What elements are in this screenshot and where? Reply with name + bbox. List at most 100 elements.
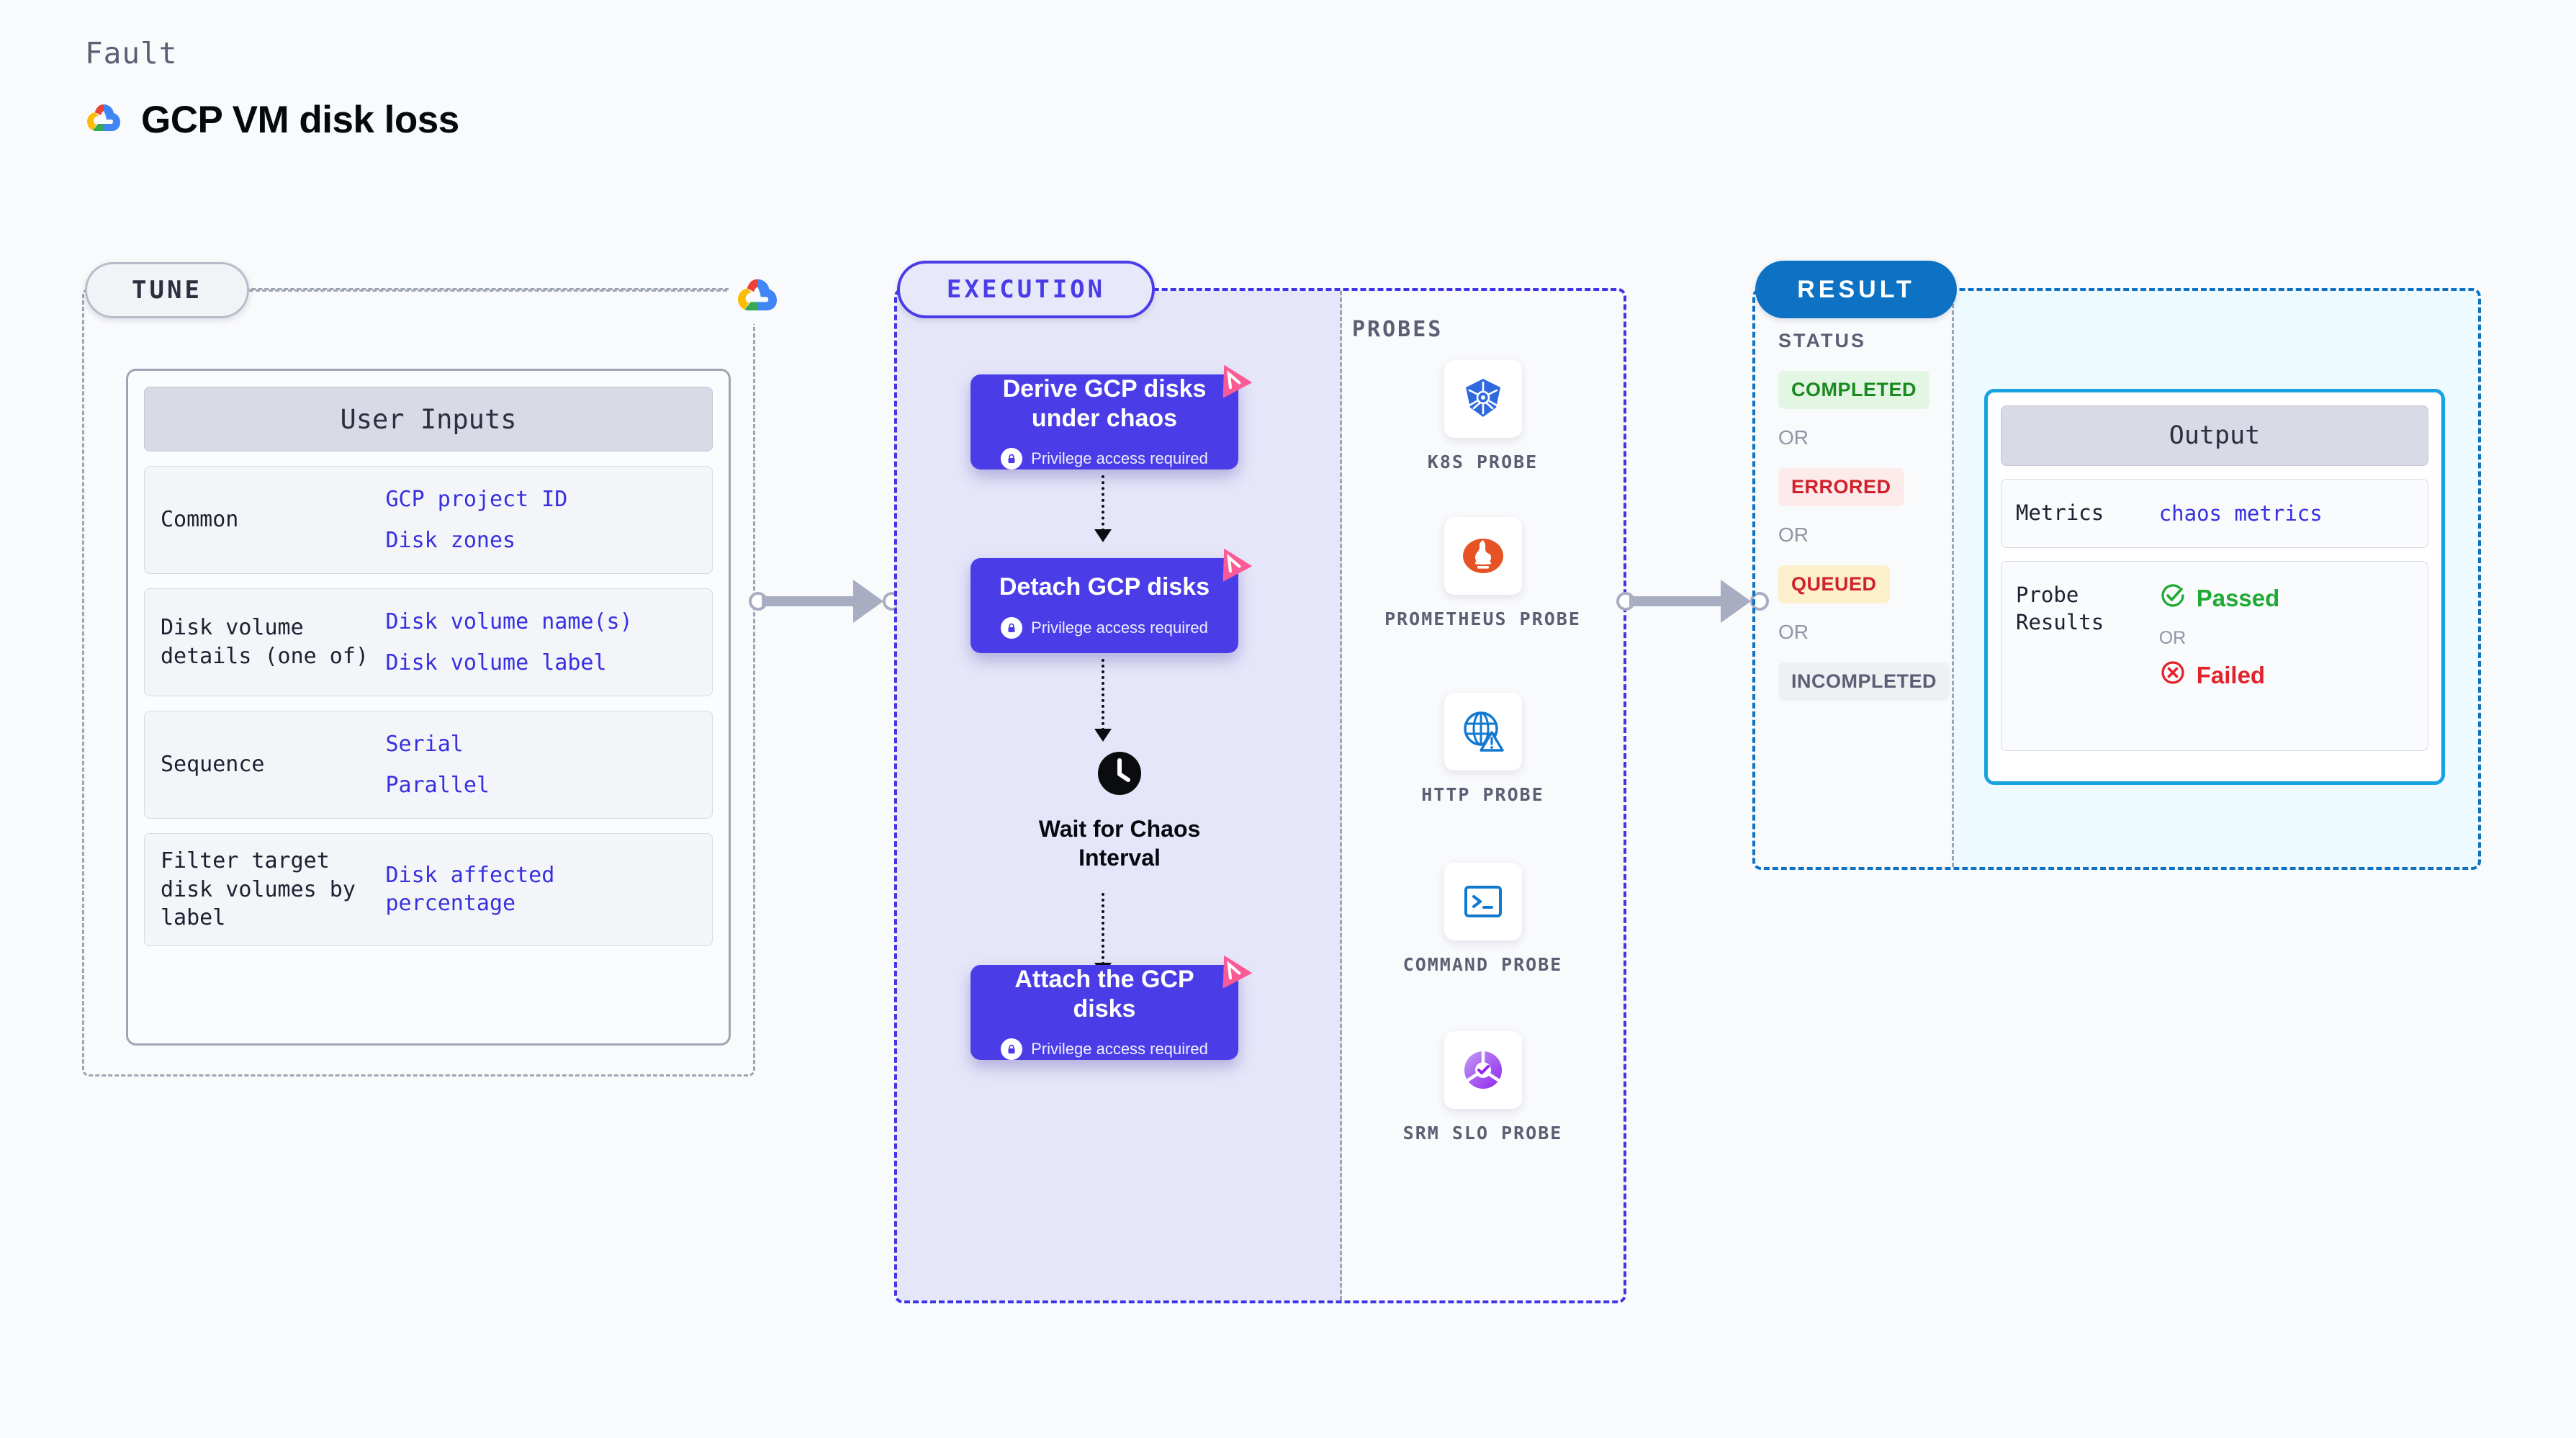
kubernetes-icon bbox=[1444, 360, 1522, 438]
tune-panel bbox=[82, 288, 755, 1077]
probe-results-values: Passed OR Failed bbox=[2158, 582, 2280, 692]
input-row-values: GCP project ID Disk zones bbox=[385, 485, 696, 554]
input-row-sequence[interactable]: Sequence Serial Parallel bbox=[144, 711, 713, 819]
step-title: Derive GCP disks under chaos bbox=[1002, 374, 1207, 432]
input-row-values: Disk volume name(s) Disk volume label bbox=[385, 608, 696, 677]
step-privilege-text: Privilege access required bbox=[1031, 449, 1208, 468]
input-row-common[interactable]: Common GCP project ID Disk zones bbox=[144, 466, 713, 574]
or-separator: OR bbox=[1778, 523, 1809, 546]
output-row-key: Metrics bbox=[2016, 500, 2104, 526]
step-privilege-text: Privilege access required bbox=[1031, 618, 1208, 637]
input-row-values: Serial Parallel bbox=[385, 730, 696, 799]
input-value[interactable]: Disk volume label bbox=[385, 650, 607, 675]
or-separator: OR bbox=[2158, 628, 2187, 648]
or-separator: OR bbox=[1778, 621, 1809, 643]
input-row-disk-volume-details[interactable]: Disk volume details (one of) Disk volume… bbox=[144, 588, 713, 696]
input-value[interactable]: Disk volume name(s) bbox=[385, 609, 633, 634]
flow-arrow-2 bbox=[1102, 659, 1104, 731]
step-privilege-note: Privilege access required bbox=[1001, 448, 1208, 470]
probe-label: HTTP PROBE bbox=[1421, 784, 1544, 805]
probe-label: K8S PROBE bbox=[1427, 451, 1539, 472]
http-globe-icon bbox=[1444, 693, 1522, 770]
probe-label: COMMAND PROBE bbox=[1402, 954, 1563, 975]
flow-arrow-head-2 bbox=[1094, 729, 1112, 742]
or-separator: OR bbox=[1778, 426, 1809, 449]
chaos-flag-icon bbox=[1210, 948, 1254, 992]
input-value[interactable]: Serial bbox=[385, 732, 464, 757]
output-card: Output Metrics chaos metrics Probe Resul… bbox=[1984, 389, 2445, 785]
execution-step-attach-disks[interactable]: Attach the GCP disks Privilege access re… bbox=[970, 955, 1253, 1061]
connector-arrow-head bbox=[1721, 580, 1751, 623]
result-status-column: STATUS COMPLETED OR ERRORED OR QUEUED OR… bbox=[1755, 291, 1954, 867]
step-title: Attach the GCP disks bbox=[1014, 965, 1194, 1023]
x-circle-icon bbox=[2159, 659, 2187, 692]
probe-result-failed: Failed bbox=[2159, 659, 2280, 692]
probe-result-passed-label: Passed bbox=[2196, 585, 2280, 611]
output-row-key: Probe Results bbox=[2016, 583, 2104, 634]
result-panel bbox=[1752, 288, 2481, 870]
connector-tune-to-execution bbox=[749, 580, 904, 623]
output-row-probe-results: Probe Results Passed OR bbox=[2001, 561, 2428, 751]
probe-item-prometheus[interactable]: PROMETHEUS PROBE bbox=[1342, 517, 1623, 632]
lock-icon bbox=[1001, 448, 1023, 470]
status-section-label: STATUS bbox=[1778, 330, 1866, 351]
fault-eyebrow-label: Fault bbox=[85, 36, 178, 71]
probe-item-k8s[interactable]: K8S PROBE bbox=[1342, 360, 1623, 475]
fault-title-row: GCP VM disk loss bbox=[85, 98, 459, 142]
probes-section-label: PROBES bbox=[1352, 317, 1444, 342]
user-inputs-card: User Inputs Common GCP project ID Disk z… bbox=[126, 369, 731, 1046]
step-privilege-note: Privilege access required bbox=[1001, 616, 1208, 639]
input-value[interactable]: GCP project ID bbox=[385, 487, 568, 512]
chaos-flag-icon bbox=[1210, 357, 1254, 402]
gcp-cloud-logo-icon bbox=[85, 102, 122, 138]
probe-item-command[interactable]: COMMAND PROBE bbox=[1342, 863, 1623, 977]
execution-step-derive-disks[interactable]: Derive GCP disks under chaos Privilege a… bbox=[970, 364, 1253, 470]
probe-result-passed: Passed bbox=[2159, 582, 2280, 615]
execution-step-detach-disks[interactable]: Detach GCP disks Privilege access requir… bbox=[970, 548, 1253, 653]
wait-for-chaos-interval-node: Wait for Chaos Interval bbox=[1022, 749, 1217, 872]
flow-arrow-3 bbox=[1102, 893, 1104, 965]
input-row-key: Sequence bbox=[161, 752, 265, 778]
execution-pill-label: EXECUTION bbox=[897, 261, 1155, 318]
lock-icon bbox=[1001, 1038, 1023, 1061]
tune-dashed-connector bbox=[249, 289, 753, 292]
input-row-key: Filter target disk volumes by label bbox=[161, 848, 356, 931]
probe-item-srm-slo[interactable]: SRM SLO PROBE bbox=[1342, 1031, 1623, 1146]
srm-slo-icon bbox=[1444, 1031, 1522, 1109]
output-header: Output bbox=[2001, 405, 2428, 466]
flow-arrow-1 bbox=[1102, 475, 1104, 531]
probe-result-failed-label: Failed bbox=[2196, 662, 2266, 688]
status-badge-queued: QUEUED bbox=[1778, 565, 1890, 603]
status-badge-completed: COMPLETED bbox=[1778, 371, 1930, 409]
probe-label: SRM SLO PROBE bbox=[1402, 1123, 1563, 1143]
step-title: Detach GCP disks bbox=[999, 573, 1210, 601]
clock-icon bbox=[1095, 749, 1144, 801]
prometheus-icon bbox=[1444, 517, 1522, 595]
check-circle-icon bbox=[2159, 582, 2187, 615]
step-privilege-text: Privilege access required bbox=[1031, 1040, 1208, 1059]
result-pill-label: RESULT bbox=[1755, 261, 1957, 318]
lock-icon bbox=[1001, 616, 1023, 639]
input-value[interactable]: Disk zones bbox=[385, 528, 516, 553]
input-row-filter-by-label[interactable]: Filter target disk volumes by label Disk… bbox=[144, 833, 713, 946]
connector-arrow-head bbox=[853, 580, 883, 623]
page-title: GCP VM disk loss bbox=[141, 99, 459, 141]
gcp-cloud-logo-edge-icon bbox=[729, 266, 786, 324]
input-value[interactable]: Disk affected percentage bbox=[385, 863, 555, 917]
step-privilege-note: Privilege access required bbox=[1001, 1038, 1208, 1061]
connector-bar bbox=[1629, 596, 1743, 606]
status-badge-incompleted: INCOMPLETED bbox=[1778, 662, 1950, 701]
status-badge-errored: ERRORED bbox=[1778, 468, 1904, 506]
page-header: Fault GCP VM disk loss bbox=[85, 36, 459, 142]
chaos-flag-icon bbox=[1210, 541, 1254, 585]
tune-pill-label: TUNE bbox=[85, 262, 249, 318]
input-row-key: Disk volume details (one of) bbox=[161, 615, 369, 669]
wait-node-label: Wait for Chaos Interval bbox=[1038, 816, 1201, 871]
output-row-value[interactable]: chaos metrics bbox=[2158, 501, 2323, 526]
connector-execution-to-result bbox=[1616, 580, 1771, 623]
probe-label: PROMETHEUS PROBE bbox=[1384, 608, 1581, 629]
input-row-key: Common bbox=[161, 507, 239, 533]
probe-item-http[interactable]: HTTP PROBE bbox=[1342, 693, 1623, 807]
input-value[interactable]: Parallel bbox=[385, 773, 490, 798]
output-row-metrics[interactable]: Metrics chaos metrics bbox=[2001, 479, 2428, 548]
